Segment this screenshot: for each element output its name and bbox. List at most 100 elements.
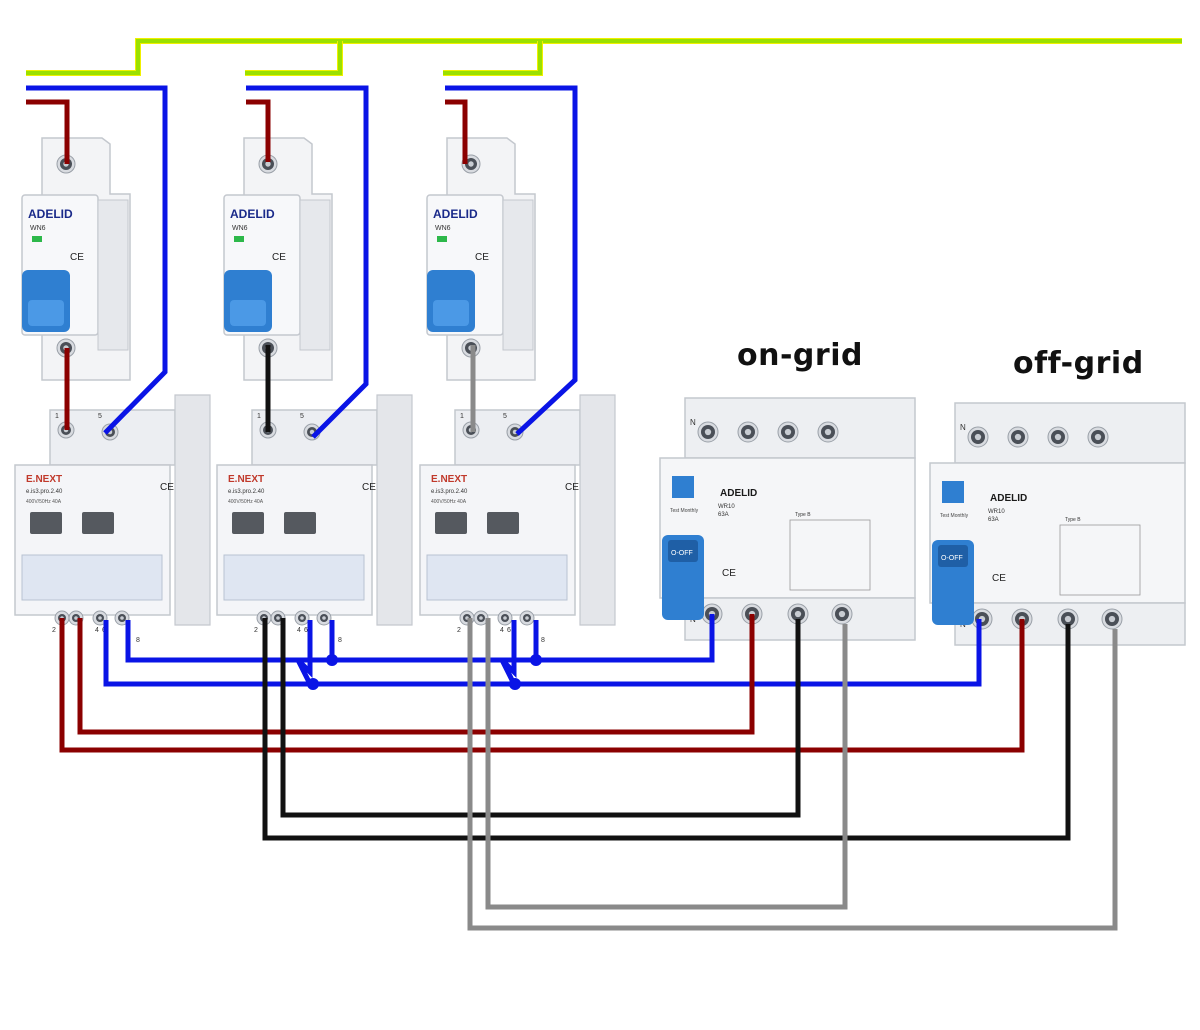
screw-slot (1054, 433, 1062, 441)
rcd-rating: 63A (718, 512, 729, 518)
mcb-indicator (437, 236, 447, 242)
switch-terminal-5: 5 (98, 413, 102, 420)
rcd-type: Type B (1065, 517, 1081, 523)
screw-slot (479, 616, 483, 620)
switch-side (376, 394, 413, 626)
switch-brand: E.NEXT (228, 474, 264, 485)
rcd-rating: 63A (988, 517, 999, 523)
rcd-model: WR10 (988, 509, 1005, 515)
screw-slot (1014, 433, 1022, 441)
mcb-ce-mark: CE (272, 252, 286, 263)
off-grid-label: off-grid (1013, 346, 1144, 381)
switch-terminal-8: 8 (541, 637, 545, 644)
mcb-ce-mark: CE (70, 252, 84, 263)
switch-terminal-5: 5 (503, 413, 507, 420)
neutral-in-2 (246, 85, 369, 439)
phase3-on-grid (485, 618, 848, 910)
earth-wire-branch-core-1 (245, 41, 342, 75)
mcb-side (97, 199, 129, 351)
rcd-test-button (672, 476, 694, 498)
neutral-in-1 (26, 85, 168, 435)
on-grid-label: on-grid (737, 338, 863, 373)
rcd-schematic (1059, 524, 1141, 596)
switch-lever-1 (30, 512, 62, 534)
phase3-off-grid (467, 618, 1118, 931)
switch-ce-mark: CE (160, 482, 174, 493)
switch-lever-2 (284, 512, 316, 534)
phase2-on-grid (280, 618, 801, 818)
phase1-on-grid (77, 614, 755, 735)
rcd-ce-mark: CE (722, 568, 736, 579)
neutral-off-grid-cross-3 (499, 620, 517, 686)
rcd-off-plate (938, 545, 968, 567)
rcd-test-label: Test Monthly (940, 513, 969, 519)
earth-wire-branch-core-2 (443, 41, 542, 75)
phase1-off-grid (59, 618, 1025, 753)
mcb-model: WN6 (232, 225, 248, 232)
mcb-side (502, 199, 534, 351)
switch-terminal-2: 2 (52, 627, 56, 634)
screw-slot (503, 616, 507, 620)
neutral-junction-off-2 (307, 678, 319, 690)
switch-cover (21, 554, 163, 601)
earth-wire-branch-2 (443, 41, 543, 76)
switch-lever-1 (435, 512, 467, 534)
mcb-indicator (32, 236, 42, 242)
neutral-in-3 (445, 85, 578, 436)
screw-slot (322, 616, 326, 620)
switch-model: e.is3.pro.2.40 (26, 489, 63, 495)
screw-slot (1108, 615, 1116, 623)
switch-rating: 400V/50Hz 40A (228, 499, 264, 505)
phase1-in (26, 99, 70, 164)
screw-slot (824, 428, 832, 436)
screw-slot (838, 610, 846, 618)
rcd-test-button (942, 481, 964, 503)
neutral-junction-on-2 (326, 654, 338, 666)
rcd-type: Type B (795, 512, 811, 518)
mcb-ce-mark: CE (475, 252, 489, 263)
switch-terminal-4: 4 (95, 627, 99, 634)
screw-slot (704, 428, 712, 436)
earth-wire-branch-1 (245, 41, 343, 76)
rcd-test-label: Test Monthly (670, 508, 699, 514)
switch-lever-2 (487, 512, 519, 534)
rcd-brand: ADELID (720, 488, 757, 499)
switch-ce-mark: CE (362, 482, 376, 493)
switch-lever-1 (232, 512, 264, 534)
screw-slot (468, 161, 474, 167)
screw-slot (120, 616, 124, 620)
earth-wire-main (26, 38, 1182, 76)
rcd-n-top: N (690, 418, 696, 427)
screw-slot (276, 616, 280, 620)
switch-lever-2 (82, 512, 114, 534)
rcd-n-top: N (960, 423, 966, 432)
screw-slot (525, 616, 529, 620)
screw-slot (1094, 433, 1102, 441)
rcd-off-plate (668, 540, 698, 562)
screw-slot (300, 616, 304, 620)
switch-ce-mark: CE (565, 482, 579, 493)
phase3-in (445, 99, 468, 164)
switch-terminal-6: 6 (304, 627, 308, 634)
screw-slot (512, 429, 518, 435)
earth-wire-main-core (26, 39, 1182, 75)
switch-brand: E.NEXT (431, 474, 467, 485)
phase2-in (246, 99, 271, 162)
neutral-junction-off-3 (509, 678, 521, 690)
neutral-off-grid-bus (103, 619, 982, 687)
screw-slot (784, 428, 792, 436)
screw-slot (974, 433, 982, 441)
rcd-schematic (789, 519, 871, 591)
rcd-off-label: O-OFF (671, 550, 693, 557)
mcb-model: WN6 (30, 225, 46, 232)
screw-slot (265, 161, 271, 167)
neutral-off-grid-cross-2 (295, 620, 313, 686)
switch-terminal-4: 4 (297, 627, 301, 634)
switch-terminal-4: 4 (500, 627, 504, 634)
switch-rating: 400V/50Hz 40A (431, 499, 467, 505)
